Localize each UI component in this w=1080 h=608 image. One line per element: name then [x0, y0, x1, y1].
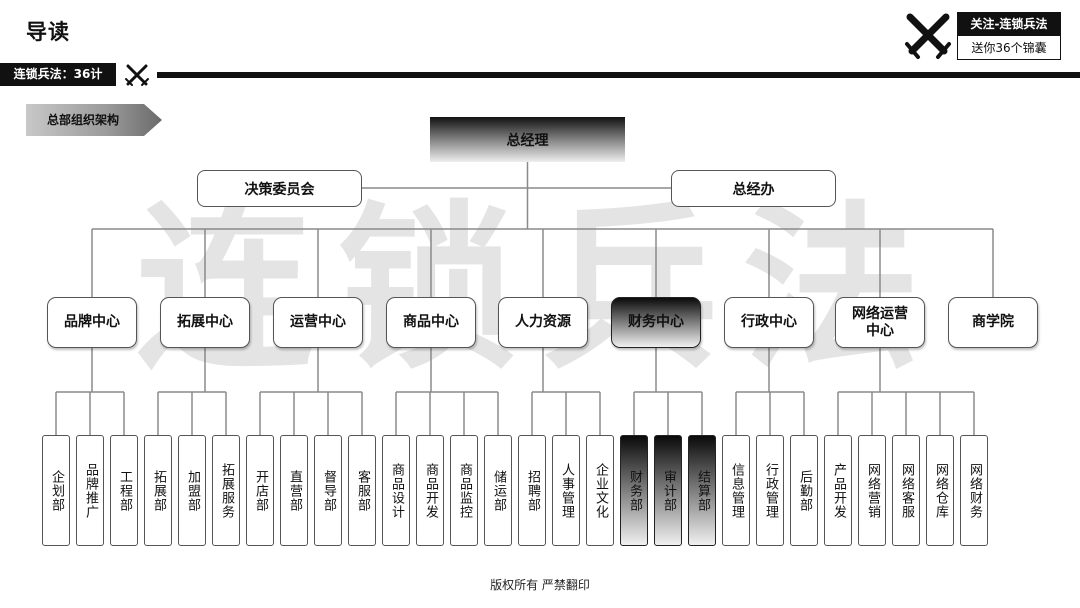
- dept-box: 督导部: [314, 435, 342, 546]
- dept-box: 开店部: [246, 435, 274, 546]
- center-box: 财务中心: [611, 297, 701, 348]
- general-manager-box: 总经理: [430, 117, 625, 162]
- dept-box: 审计部: [654, 435, 682, 546]
- dept-box: 招聘部: [518, 435, 546, 546]
- dept-box: 企划部: [42, 435, 70, 546]
- dept-box: 商品监控: [450, 435, 478, 546]
- center-box: 网络运营中心: [835, 297, 925, 348]
- dept-box: 财务部: [620, 435, 648, 546]
- dept-box: 商品开发: [416, 435, 444, 546]
- crossed-swords-logo-icon: [905, 13, 951, 59]
- dept-box: 网络财务: [960, 435, 988, 546]
- dept-box: 网络客服: [892, 435, 920, 546]
- center-box: 拓展中心: [160, 297, 250, 348]
- dept-box: 加盟部: [178, 435, 206, 546]
- general-office-box: 总经办: [671, 170, 836, 207]
- dept-box: 工程部: [110, 435, 138, 546]
- promo-title: 关注-连锁兵法: [958, 13, 1060, 36]
- header-rule: [157, 72, 1080, 78]
- dept-box: 人事管理: [552, 435, 580, 546]
- dept-box: 结算部: [688, 435, 716, 546]
- page-title: 导读: [26, 20, 70, 44]
- dept-box: 拓展部: [144, 435, 172, 546]
- section-pill-shape: [26, 104, 162, 136]
- section-label: 总部组织架构: [46, 113, 119, 127]
- dept-box: 产品开发: [824, 435, 852, 546]
- dept-box: 品牌推广: [76, 435, 104, 546]
- dept-box: 行政管理: [756, 435, 784, 546]
- section-pill: 总部组织架构: [26, 104, 162, 136]
- dept-box: 网络营销: [858, 435, 886, 546]
- center-box: 商品中心: [386, 297, 476, 348]
- dept-box: 商品设计: [382, 435, 410, 546]
- decision-committee-box: 决策委员会: [197, 170, 362, 207]
- dept-box: 网络仓库: [926, 435, 954, 546]
- series-tag: 连锁兵法：36计: [0, 63, 116, 86]
- dept-box: 信息管理: [722, 435, 750, 546]
- dept-box: 企业文化: [586, 435, 614, 546]
- dept-box: 后勤部: [790, 435, 818, 546]
- dept-box: 直营部: [280, 435, 308, 546]
- dept-box: 储运部: [484, 435, 512, 546]
- center-box: 品牌中心: [47, 297, 137, 348]
- center-box: 行政中心: [724, 297, 814, 348]
- crossed-swords-icon: [125, 64, 149, 86]
- center-box: 运营中心: [273, 297, 363, 348]
- center-box: 人力资源: [498, 297, 588, 348]
- center-box: 商学院: [948, 297, 1038, 348]
- promo-subtitle: 送你36个锦囊: [971, 41, 1047, 55]
- footer-copyright: 版权所有 严禁翻印: [490, 578, 590, 592]
- dept-box: 客服部: [348, 435, 376, 546]
- dept-box: 拓展服务: [212, 435, 240, 546]
- promo-box: 关注-连锁兵法 送你36个锦囊: [957, 12, 1061, 60]
